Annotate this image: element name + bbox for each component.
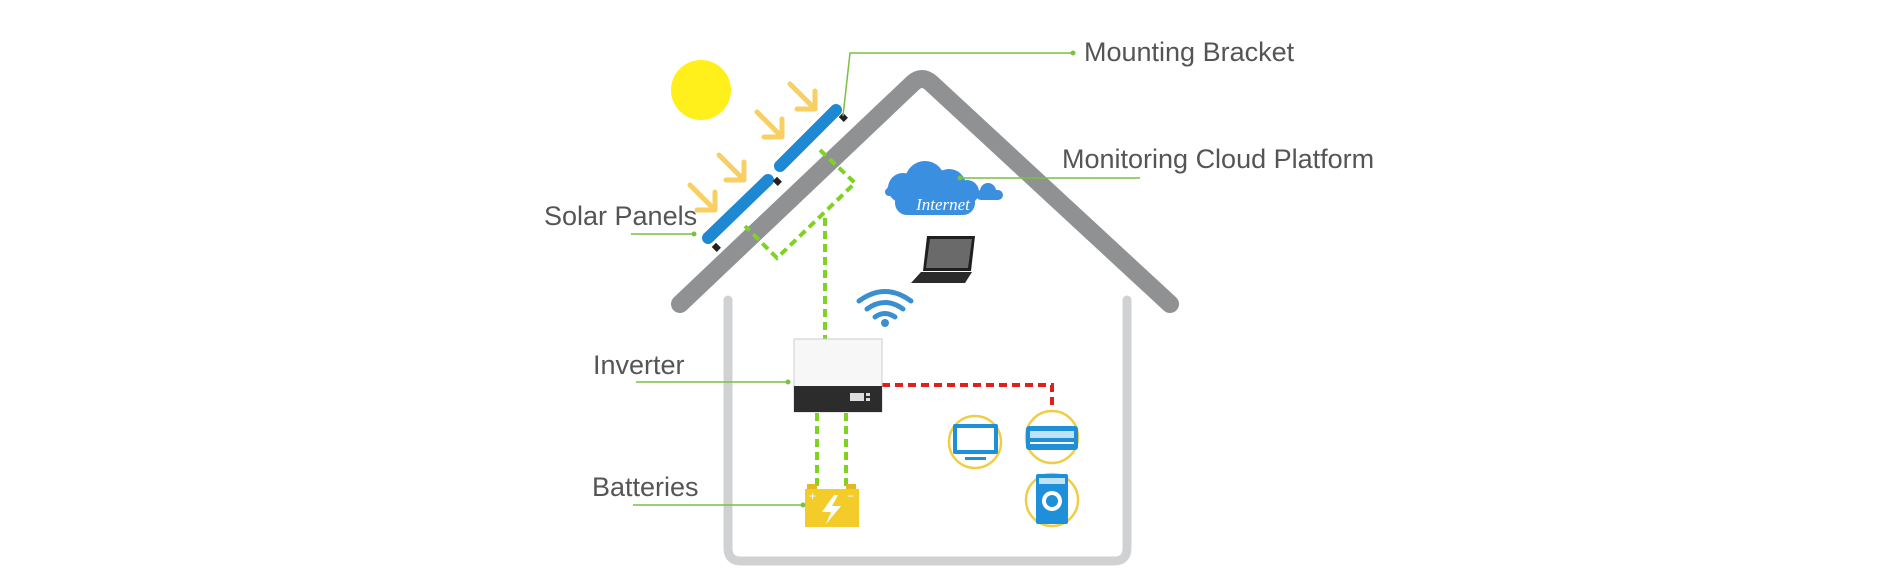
callout-dots — [691, 50, 1076, 508]
solar-panel — [702, 174, 774, 244]
cloud-icon — [885, 161, 1003, 215]
label-mounting-bracket: Mounting Bracket — [1084, 37, 1295, 67]
battery-icon: + − — [805, 484, 859, 527]
solar-panel — [774, 104, 842, 172]
cloud-label: Internet — [915, 195, 971, 214]
ac-wiring — [882, 383, 1054, 413]
tv-icon — [947, 414, 1003, 470]
label-batteries: Batteries — [592, 472, 699, 502]
label-solar-panels: Solar Panels — [544, 201, 697, 231]
dc-wiring — [743, 148, 858, 497]
svg-text:+: + — [809, 489, 816, 503]
wifi-icon — [856, 289, 914, 320]
mounting-bracket — [711, 112, 848, 252]
label-monitoring-cloud-platform: Monitoring Cloud Platform — [1062, 144, 1374, 174]
wifi-icon-dot — [881, 319, 889, 327]
svg-text:−: − — [847, 489, 854, 503]
house-roof — [671, 70, 1179, 313]
house-wall — [723, 295, 1132, 566]
sun-icon — [671, 60, 731, 120]
laptop-icon — [911, 236, 975, 283]
callout-lines — [631, 52, 1140, 506]
callout-mounting-bracket — [842, 52, 1073, 117]
air-conditioner-icon — [1024, 409, 1080, 465]
label-inverter: Inverter — [593, 350, 685, 380]
washing-machine-icon — [1024, 472, 1080, 528]
solar-panels — [702, 104, 842, 244]
sunlight-arrow-icon — [687, 81, 818, 213]
inverter-icon — [793, 338, 883, 413]
